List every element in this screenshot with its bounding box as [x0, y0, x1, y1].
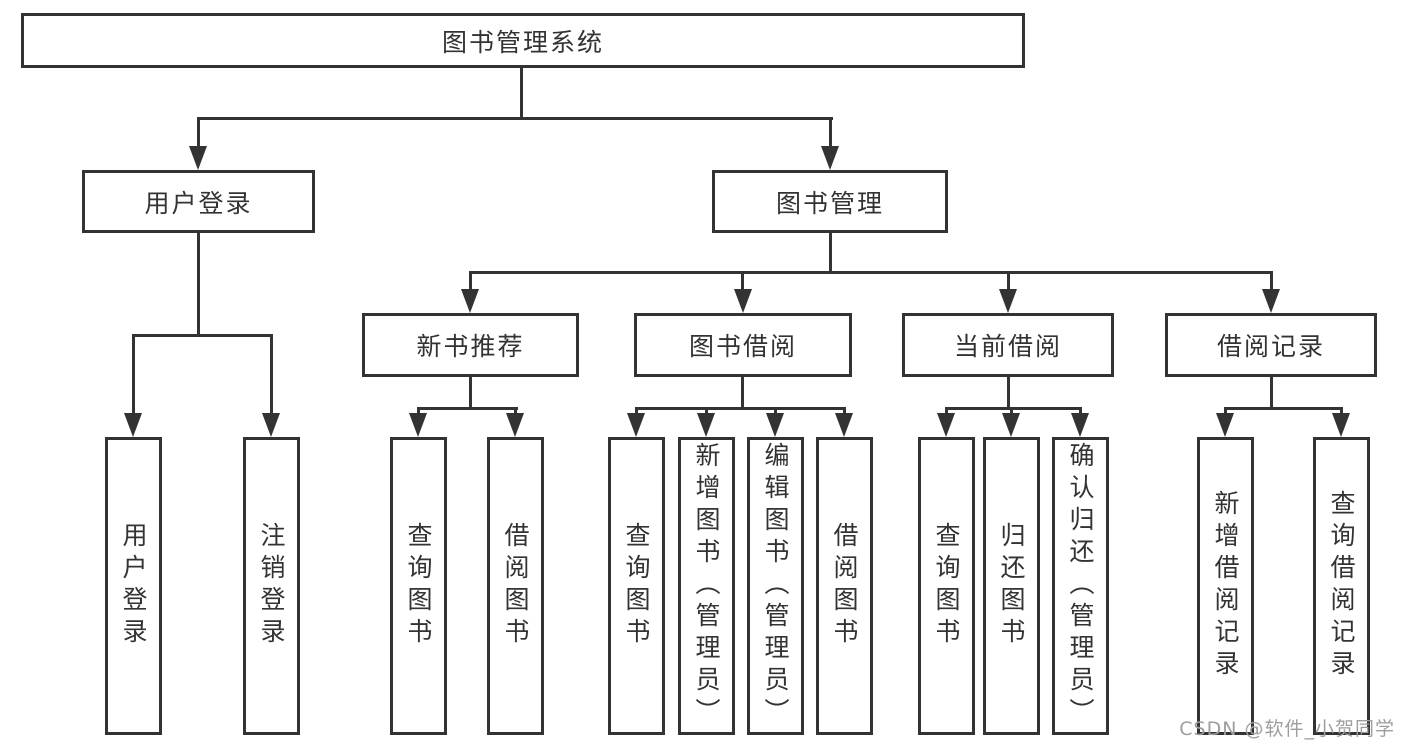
- node-borrow-records: 借阅记录: [1165, 313, 1377, 377]
- watermark: CSDN @软件_小贺同学: [1179, 718, 1395, 740]
- arrowhead-newbook-1: [409, 413, 427, 437]
- leaf-borrow-books-borrow: 借阅图书: [816, 437, 873, 735]
- node-book-borrow: 图书借阅: [634, 313, 852, 377]
- node-user-login: 用户登录: [82, 170, 315, 233]
- arrowhead-borrow-3: [766, 413, 784, 437]
- arrowhead-records-2: [1332, 413, 1350, 437]
- leaf-borrow-books-newbook: 借阅图书: [487, 437, 544, 735]
- connector-user-login-stub: [197, 233, 200, 336]
- node-new-book-recommend-label: 新书推荐: [416, 332, 525, 361]
- leaf-return-books: 归还图书: [983, 437, 1040, 735]
- arrowhead-user-login: [189, 146, 207, 170]
- arrowhead-borrow-records: [1262, 289, 1280, 313]
- connector-drop-user-login: [197, 117, 200, 150]
- connector-drop-records-2: [1340, 407, 1343, 416]
- leaf-query-books-borrow: 查询图书: [608, 437, 665, 735]
- connector-records-horizontal: [1224, 407, 1343, 410]
- node-new-book-recommend: 新书推荐: [362, 313, 579, 377]
- connector-drop-leaf-user-login: [132, 334, 135, 416]
- connector-level2-horizontal: [469, 271, 1273, 274]
- connector-drop-new-book-recommend: [469, 271, 472, 291]
- leaf-query-borrow-record: 查询借阅记录: [1313, 437, 1370, 735]
- node-current-borrow: 当前借阅: [902, 313, 1114, 377]
- connector-drop-borrow-4: [843, 407, 846, 416]
- connector-drop-borrow-records: [1270, 271, 1273, 291]
- arrowhead-book-management: [821, 146, 839, 170]
- connector-level1-horizontal: [197, 117, 833, 120]
- arrowhead-borrow-4: [835, 413, 853, 437]
- connector-user-login-horizontal: [132, 334, 273, 337]
- arrowhead-current-3: [1071, 413, 1089, 437]
- connector-book-management-stub: [829, 233, 832, 274]
- node-book-management-label: 图书管理: [775, 188, 884, 218]
- connector-borrow-horizontal: [635, 407, 846, 410]
- arrowhead-newbook-2: [506, 413, 524, 437]
- node-book-borrow-label: 图书借阅: [688, 332, 797, 361]
- arrowhead-borrow-1: [627, 413, 645, 437]
- connector-drop-book-borrow: [741, 271, 744, 291]
- connector-drop-records-1: [1224, 407, 1227, 416]
- arrowhead-borrow-2: [697, 413, 715, 437]
- connector-drop-current-2: [1010, 407, 1013, 416]
- connector-borrow-stub: [741, 377, 744, 409]
- leaf-add-book-admin: 新增图书（管理员）: [678, 437, 735, 735]
- node-user-login-label: 用户登录: [144, 188, 253, 218]
- connector-drop-current-borrow: [1007, 271, 1010, 291]
- arrowhead-current-1: [937, 413, 955, 437]
- connector-current-horizontal: [945, 407, 1082, 410]
- arrowhead-leaf-user-login: [124, 413, 142, 437]
- connector-current-stub: [1007, 377, 1010, 409]
- node-root-label: 图书管理系统: [441, 27, 604, 57]
- connector-drop-borrow-3: [774, 407, 777, 416]
- connector-drop-current-3: [1079, 407, 1082, 416]
- node-current-borrow-label: 当前借阅: [953, 332, 1062, 361]
- connector-drop-book-management: [829, 117, 832, 150]
- connector-newbook-stub: [469, 377, 472, 409]
- leaf-confirm-return-admin: 确认归还（管理员）: [1052, 437, 1109, 735]
- arrowhead-records-1: [1216, 413, 1234, 437]
- connector-records-stub: [1270, 377, 1273, 409]
- connector-newbook-horizontal: [417, 407, 518, 410]
- connector-drop-newbook-1: [417, 407, 420, 416]
- leaf-query-books-current: 查询图书: [918, 437, 975, 735]
- leaf-user-login: 用户登录: [105, 437, 162, 735]
- node-root-library-system: 图书管理系统: [21, 13, 1025, 68]
- leaf-add-borrow-record: 新增借阅记录: [1197, 437, 1254, 735]
- node-book-management: 图书管理: [712, 170, 948, 233]
- connector-drop-current-1: [945, 407, 948, 416]
- connector-drop-newbook-2: [514, 407, 517, 416]
- arrowhead-current-borrow: [999, 289, 1017, 313]
- arrowhead-current-2: [1002, 413, 1020, 437]
- leaf-edit-book-admin: 编辑图书（管理员）: [747, 437, 804, 735]
- node-borrow-records-label: 借阅记录: [1216, 332, 1325, 361]
- arrowhead-new-book-recommend: [461, 289, 479, 313]
- connector-drop-leaf-logout: [270, 334, 273, 416]
- connector-root-stub: [520, 68, 523, 120]
- arrowhead-book-borrow: [734, 289, 752, 313]
- arrowhead-leaf-logout: [262, 413, 280, 437]
- connector-drop-borrow-1: [635, 407, 638, 416]
- connector-drop-borrow-2: [705, 407, 708, 416]
- leaf-logout: 注销登录: [243, 437, 300, 735]
- leaf-query-books-newbook: 查询图书: [390, 437, 447, 735]
